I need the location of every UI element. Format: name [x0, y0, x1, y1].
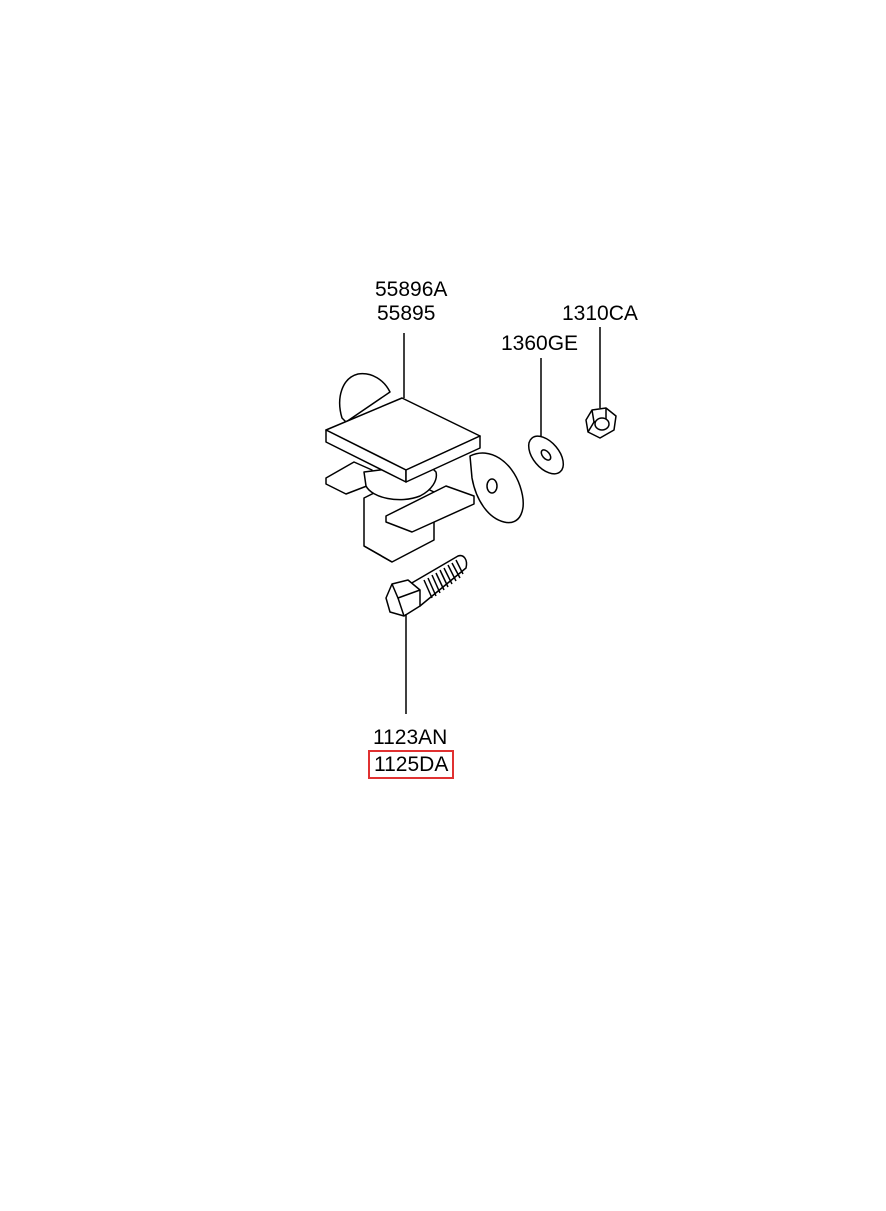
washer-icon — [527, 435, 565, 475]
bracket-assembly-icon — [325, 372, 524, 563]
part-label-nut[interactable]: 1310CA — [562, 302, 638, 325]
part-label-bolt-secondary-highlighted[interactable]: 1125DA — [368, 750, 455, 779]
part-label-bracket-primary[interactable]: 55896A — [375, 278, 448, 301]
hex-nut-icon — [585, 407, 617, 439]
hex-bolt-icon — [385, 554, 468, 617]
part-label-washer[interactable]: 1360GE — [501, 332, 579, 355]
part-label-bracket-secondary[interactable]: 55895 — [377, 302, 436, 325]
part-label-bolt-primary[interactable]: 1123AN — [373, 726, 448, 749]
